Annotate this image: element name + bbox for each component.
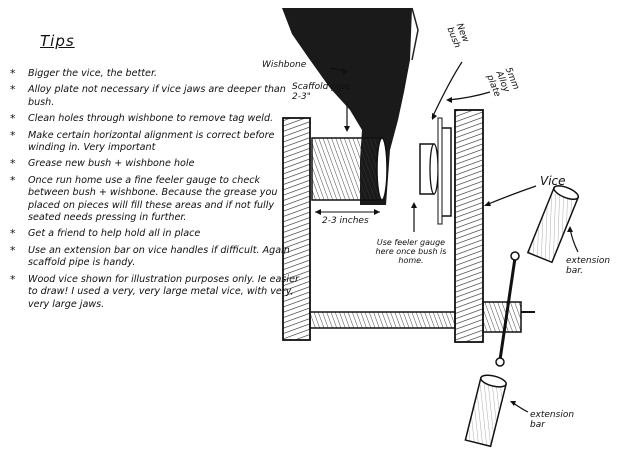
tips-title: Tips [40, 32, 75, 50]
extension-bar-right [526, 185, 580, 264]
label-scaffold-pipe: Scaffold pipe 2-3" [292, 82, 351, 102]
extension-bar-bottom [464, 374, 507, 448]
scaffold-pipe [311, 137, 383, 201]
tips-list: *Bigger the vice, the better. *Alloy pla… [10, 67, 300, 315]
vice-screw-bar [309, 311, 456, 329]
left-vice-jaw [282, 117, 311, 341]
list-item: *Clean holes through wishbone to remove … [10, 112, 274, 126]
vice-handle-block [482, 301, 522, 333]
label-feeler-gauge: Use feeler gauge here once bush is home. [375, 238, 447, 265]
list-item: *Use an extension bar on vice handles if… [10, 243, 290, 269]
label-extension-bar-right: extension bar. [566, 256, 611, 276]
label-vice: Vice [540, 174, 566, 188]
list-item: *Grease new bush + wishbone hole [10, 157, 195, 171]
list-item: *Make certain horizontal alignment is co… [10, 128, 275, 154]
list-item: *Once run home use a fine feeler gauge t… [10, 173, 278, 224]
list-item: *Alloy plate not necessary if vice jaws … [10, 83, 286, 108]
right-vice-jaw [454, 109, 484, 343]
label-extension-bar-bottom: extension bar [530, 410, 575, 430]
label-wishbone: Wishbone [262, 60, 307, 70]
label-dimension: 2-3 inches [322, 216, 369, 226]
list-item: *Wood vice shown for illustration purpos… [10, 272, 299, 310]
list-item: *Bigger the vice, the better. [10, 67, 158, 80]
list-item: *Get a friend to help hold all in place [10, 227, 201, 241]
